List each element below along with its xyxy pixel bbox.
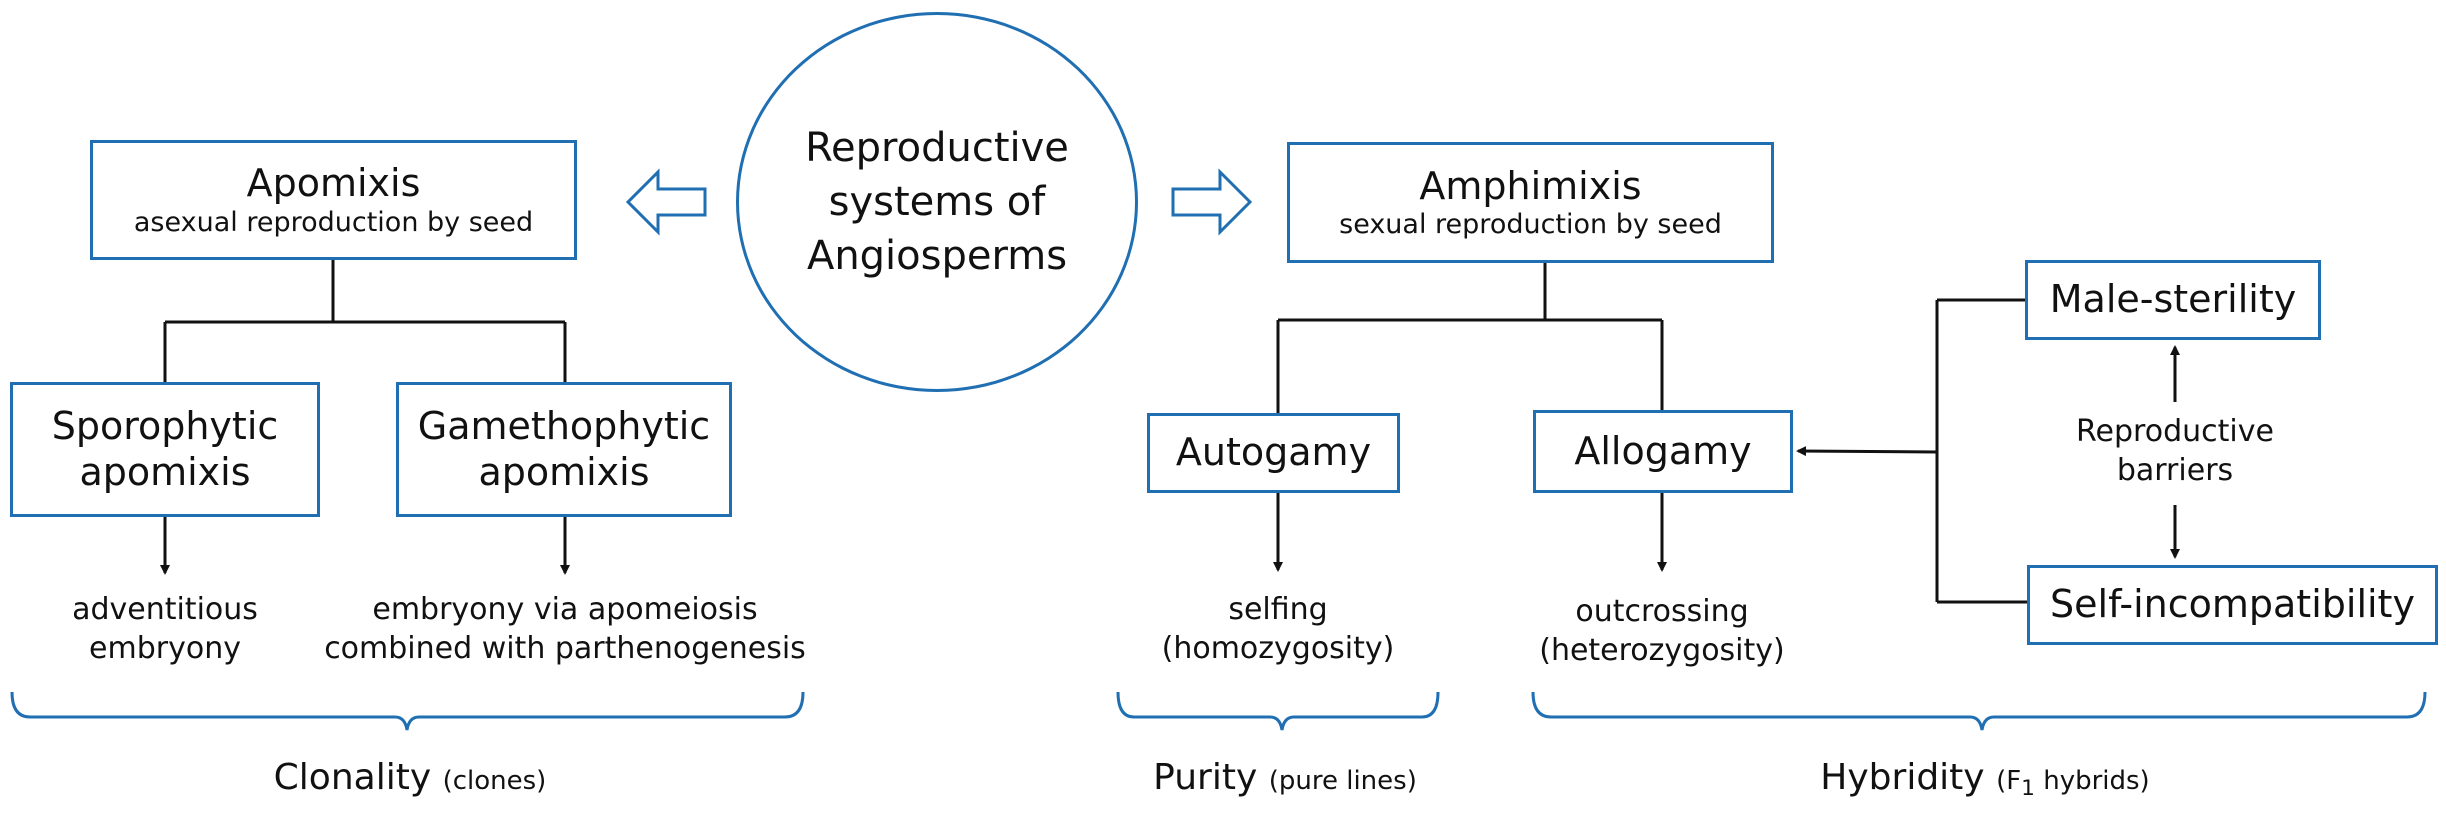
autogamy-box: Autogamy xyxy=(1147,413,1400,493)
apomeiosis-line-2: combined with parthenogenesis xyxy=(324,631,806,666)
barriers-line-2: barriers xyxy=(2116,453,2234,488)
left-hollow-arrow xyxy=(625,168,707,236)
clonality-brace xyxy=(10,691,805,731)
amphimixis-title: Amphimixis xyxy=(1419,163,1642,208)
selfing-line-2: (homozygosity) xyxy=(1161,631,1395,666)
outcrossing-line-1: outcrossing xyxy=(1575,594,1749,629)
circle-line-3: Angiosperms xyxy=(806,233,1068,279)
purity-note: (pure lines) xyxy=(1268,766,1417,796)
allogamy-box: Allogamy xyxy=(1533,410,1793,493)
outcrossing-label: outcrossing (heterozygosity) xyxy=(1532,592,1792,670)
sporophytic-line-1: Sporophytic xyxy=(51,403,279,448)
adventitious-line-1: adventitious xyxy=(72,592,258,627)
clonality-main: Clonality xyxy=(273,757,432,798)
adventitious-embryony-label: adventitious embryony xyxy=(30,590,300,668)
sporophytic-apomixis-box: Sporophytic apomixis xyxy=(10,382,320,517)
clonality-footer: Clonality (clones) xyxy=(200,755,620,802)
apomixis-title: Apomixis xyxy=(246,161,421,205)
adventitious-line-2: embryony xyxy=(89,631,241,666)
circle-line-1: Reproductive xyxy=(805,125,1069,171)
apomixis-tree xyxy=(160,259,570,575)
self-incompatibility-box: Self-incompatibility xyxy=(2027,565,2438,645)
hybridity-note-sub: 1 xyxy=(2021,776,2035,802)
outcrossing-line-2: (heterozygosity) xyxy=(1539,633,1785,668)
barriers-connector xyxy=(1796,298,2180,604)
gametophytic-line-1: Gamethophytic xyxy=(417,403,711,448)
apomeiosis-line-1: embryony via apomeiosis xyxy=(372,592,758,627)
allogamy-label: Allogamy xyxy=(1574,428,1752,473)
circle-line-2: systems of xyxy=(828,179,1046,225)
gametophytic-line-2: apomixis xyxy=(478,449,650,494)
reproductive-systems-circle: Reproductive systems of Angiosperms xyxy=(736,12,1138,392)
amphimixis-box: Amphimixis sexual reproduction by seed xyxy=(1287,142,1774,263)
purity-brace xyxy=(1116,691,1440,731)
braces xyxy=(10,691,2427,731)
barriers-line-1: Reproductive xyxy=(2076,414,2274,449)
purity-main: Purity xyxy=(1153,757,1258,798)
hybridity-main: Hybridity xyxy=(1820,757,1985,798)
hybridity-note-post: hybrids) xyxy=(2034,766,2150,796)
reproductive-barriers-label: Reproductive barriers xyxy=(2055,412,2295,490)
male-sterility-label: Male-sterility xyxy=(2049,277,2297,322)
autogamy-label: Autogamy xyxy=(1175,430,1372,475)
sporophytic-line-2: apomixis xyxy=(79,449,251,494)
apomixis-subtitle: asexual reproduction by seed xyxy=(133,206,534,238)
self-incompatibility-label: Self-incompatibility xyxy=(2050,582,2415,627)
hybridity-brace xyxy=(1531,691,2427,731)
clonality-note: (clones) xyxy=(442,766,547,796)
hybridity-footer: Hybridity (F1 hybrids) xyxy=(1750,755,2220,803)
selfing-label: selfing (homozygosity) xyxy=(1148,590,1408,668)
apomixis-box: Apomixis asexual reproduction by seed xyxy=(90,140,577,260)
amphimixis-subtitle: sexual reproduction by seed xyxy=(1339,209,1722,241)
male-sterility-box: Male-sterility xyxy=(2025,260,2321,340)
hybridity-note-pre: (F xyxy=(1996,766,2022,796)
gametophytic-apomixis-box: Gamethophytic apomixis xyxy=(396,382,732,517)
right-hollow-arrow xyxy=(1171,168,1253,236)
apomeiosis-label: embryony via apomeiosis combined with pa… xyxy=(305,590,825,668)
amphimixis-tree xyxy=(1273,262,1667,572)
selfing-line-1: selfing xyxy=(1228,592,1328,627)
purity-footer: Purity (pure lines) xyxy=(1085,755,1485,802)
